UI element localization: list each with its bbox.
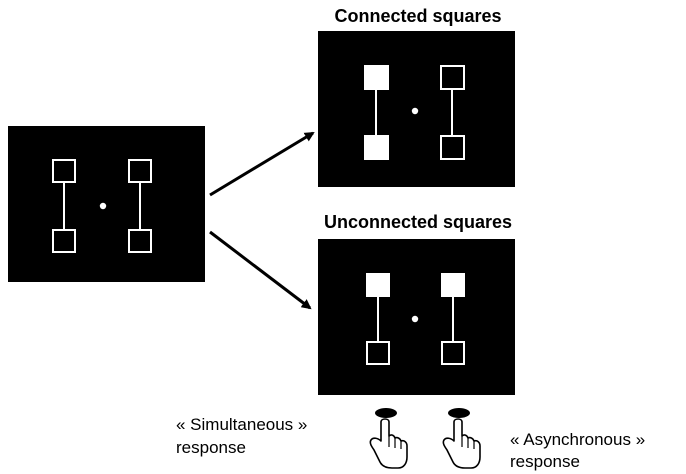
fixation-point <box>99 202 107 210</box>
arrow-to-connected <box>209 131 315 197</box>
asynchronous-response-sublabel: response <box>510 452 580 471</box>
arrow-to-unconnected <box>209 230 312 310</box>
asynchronous-response-label: « Asynchronous » <box>510 430 645 449</box>
left-pointing-hand-icon <box>369 418 408 469</box>
unconnected-squares-title: Unconnected squares <box>324 212 512 232</box>
left-response-button <box>375 408 397 418</box>
fixation-point <box>411 107 419 115</box>
connected-squares-title: Connected squares <box>334 6 501 26</box>
simultaneous-response-sublabel: response <box>176 438 246 457</box>
right-response-button <box>448 408 470 418</box>
initial-display-panel <box>8 126 205 282</box>
connected-squares-panel <box>318 31 515 187</box>
right-pointing-hand-icon <box>442 418 481 469</box>
simultaneous-response-label: « Simultaneous » <box>176 415 307 434</box>
unconnected-squares-panel <box>318 239 515 395</box>
fixation-point <box>411 315 419 323</box>
